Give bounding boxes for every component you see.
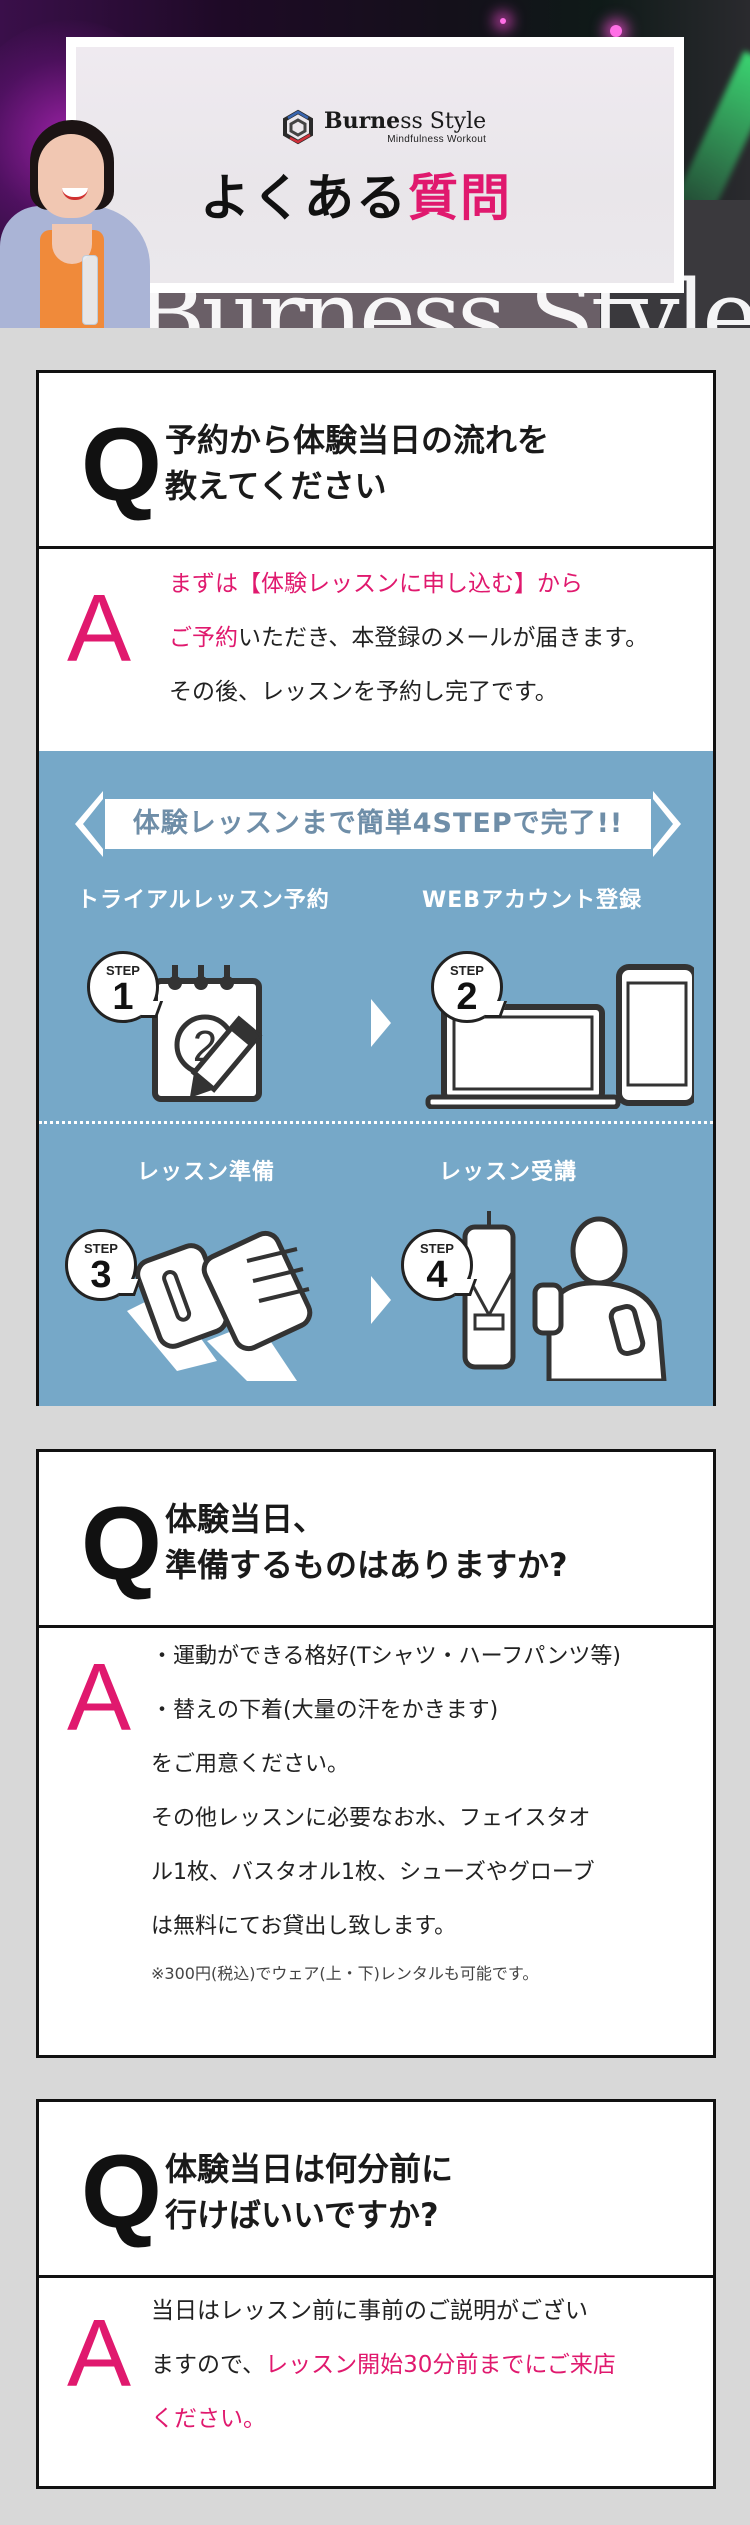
faq-card-2: Q 体験当日、 準備するものはありますか? A ・運動ができる格好(Tシャツ・ハ… <box>36 1449 716 2058</box>
step-2-title: WEBアカウント登録 <box>422 888 643 913</box>
rental-note: ※300円(税込)でウェア(上・下)レンタルも可能です。 <box>151 1964 539 1983</box>
question-row: Q 体験当日は何分前に 行けばいいですか? <box>39 2102 713 2278</box>
answer-text: 当日はレッスン前に事前のご説明がござい ますので、レッスン開始30分前までにご来… <box>151 2298 616 2432</box>
chevron-right-icon <box>653 791 681 857</box>
step-1-badge: STEP 1 <box>87 951 159 1023</box>
answer-row: A 当日はレッスン前に事前のご説明がござい ますので、レッスン開始30分前までに… <box>39 2278 713 2486</box>
brand-tagline: Mindfulness Workout <box>387 133 487 145</box>
title-panel <box>76 47 674 283</box>
hexagon-logo-icon <box>283 109 313 145</box>
a-mark: A <box>67 2300 132 2407</box>
question-text: 予約から体験当日の流れを 教えてください <box>165 421 550 505</box>
a-mark: A <box>67 575 132 682</box>
question-text: 体験当日は何分前に 行けばいいですか? <box>165 2150 454 2234</box>
steps-infographic: 体験レッスンまで簡単4STEPで完了!! トライアルレッスン予約 2 STEP … <box>39 751 713 1406</box>
laptop-smartphone-icon <box>425 964 694 1109</box>
next-step-arrow-icon <box>371 999 391 1047</box>
boxing-gloves-icon <box>127 1230 313 1381</box>
answer-row: A まずは【体験レッスンに申し込む】から ご予約いただき、本登録のメールが届きま… <box>39 549 713 751</box>
step-3-title: レッスン準備 <box>137 1160 276 1185</box>
chevron-left-icon <box>75 791 103 857</box>
punching-bag-boxer-icon <box>462 1211 667 1381</box>
q-mark: Q <box>81 407 162 523</box>
answer-text: まずは【体験レッスンに申し込む】から ご予約いただき、本登録のメールが届きます。… <box>169 571 649 705</box>
steps-divider <box>39 1121 713 1124</box>
calendar-pencil-icon: 2 <box>152 965 263 1102</box>
brand-logo: Burness Style Mindfulness Workout <box>280 104 486 150</box>
hero-model-photo <box>0 120 150 328</box>
question-row: Q 予約から体験当日の流れを 教えてください <box>39 373 713 549</box>
page-title: よくある質問 <box>200 169 512 227</box>
hero-banner: Burness Style Burness Style Mindfulness … <box>0 0 750 328</box>
a-mark: A <box>67 1644 132 1751</box>
faq-card-3: Q 体験当日は何分前に 行けばいいですか? A 当日はレッスン前に事前のご説明が… <box>36 2099 716 2489</box>
brand-name: Burness Style <box>324 107 487 134</box>
question-text: 体験当日、 準備するものはありますか? <box>165 1500 568 1584</box>
question-row: Q 体験当日、 準備するものはありますか? <box>39 1452 713 1628</box>
step-2-badge: STEP 2 <box>431 951 503 1023</box>
step-4-title: レッスン受講 <box>439 1160 578 1185</box>
water-bottle <box>82 255 98 325</box>
stage-spotlight <box>610 25 622 37</box>
step-3-badge: STEP 3 <box>65 1229 137 1301</box>
step-1-title: トライアルレッスン予約 <box>77 888 330 913</box>
stage-spotlight <box>500 18 506 24</box>
faq-card-1: Q 予約から体験当日の流れを 教えてください A まずは【体験レッスンに申し込む… <box>36 370 716 1406</box>
q-mark: Q <box>81 1486 162 1602</box>
steps-banner: 体験レッスンまで簡単4STEPで完了!! <box>75 791 681 857</box>
next-step-arrow-icon <box>371 1276 391 1324</box>
step-4-badge: STEP 4 <box>401 1229 473 1301</box>
answer-row: A ・運動ができる格好(Tシャツ・ハーフパンツ等) ・替えの下着(大量の汗をかき… <box>39 1628 713 2055</box>
answer-text: ・運動ができる格好(Tシャツ・ハーフパンツ等) ・替えの下着(大量の汗をかきます… <box>151 1630 621 1994</box>
q-mark: Q <box>81 2134 162 2250</box>
